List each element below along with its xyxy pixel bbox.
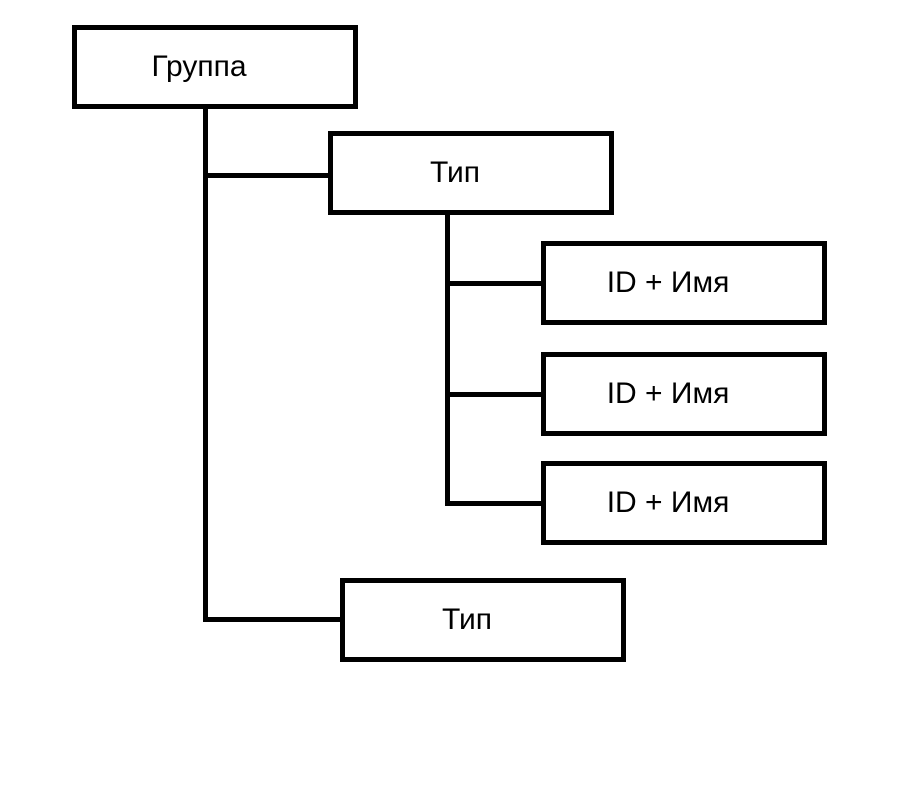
connector-type-1-trunk: [445, 215, 450, 506]
connector-type-1-to-item-1: [445, 281, 541, 286]
node-item-2-label: ID + Имя: [606, 377, 730, 410]
node-item-1: ID + Имя: [541, 241, 827, 325]
node-item-3-label: ID + Имя: [606, 486, 730, 519]
node-type-2-label: Тип: [441, 603, 492, 636]
node-item-3: ID + Имя: [541, 461, 827, 545]
connector-type-1-to-item-3: [445, 501, 541, 506]
node-type-1-label: Тип: [429, 156, 480, 189]
node-group: Группа: [72, 25, 358, 109]
connector-group-to-type-1: [203, 173, 328, 178]
connector-type-1-to-item-2: [445, 392, 541, 397]
node-type-2: Тип: [340, 578, 626, 662]
connector-group-trunk: [203, 109, 208, 622]
node-item-1-label: ID + Имя: [606, 266, 730, 299]
node-item-2: ID + Имя: [541, 352, 827, 436]
node-group-label: Группа: [151, 50, 247, 83]
node-type-1: Тип: [328, 131, 614, 215]
connector-group-to-type-2: [203, 617, 340, 622]
